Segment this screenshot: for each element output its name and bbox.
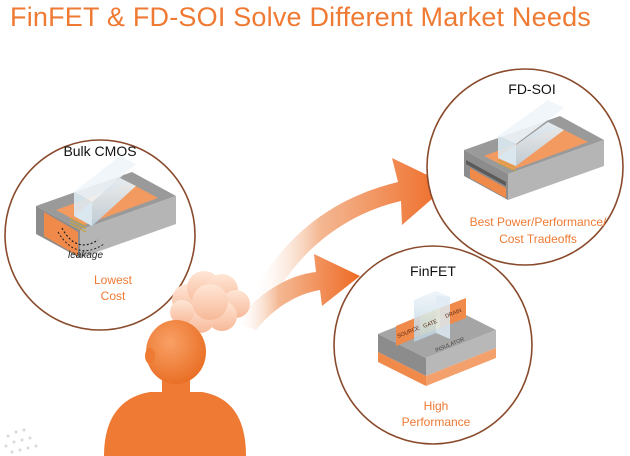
decorative-dots (4, 428, 38, 454)
bulk-cmos-device-illustration (36, 156, 176, 258)
bulk-caption-line2: Cost (101, 289, 126, 303)
leakage-label: leakage (68, 250, 103, 261)
fd-soi-caption-line1: Best Power/Performance/ (470, 215, 607, 229)
page-title: FinFET & FD-SOI Solve Different Market N… (10, 2, 591, 32)
thought-cloud-icon (166, 271, 250, 352)
drain-label: DRAIN (445, 308, 463, 320)
finfet-panel: FinFET SOURCE GATE DRAIN INSULATOR High … (333, 245, 533, 445)
person-icon (104, 320, 246, 456)
gate-label: GATE (423, 319, 439, 330)
finfet-device-illustration (378, 291, 496, 386)
fd-soi-heading: FD-SOI (508, 81, 555, 97)
bulk-cmos-heading: Bulk CMOS (63, 143, 136, 159)
fd-soi-panel: FD-SOI Best Power/Performance/ Cost (426, 68, 624, 266)
finfet-caption-line1: High (424, 399, 449, 413)
arrow-icon-lower (235, 254, 360, 330)
arrow-icon-upper (250, 158, 448, 300)
finfet-caption-line2: Performance (402, 415, 471, 429)
fd-soi-device-illustration (464, 100, 604, 200)
finfet-heading: FinFET (410, 263, 456, 279)
bulk-cmos-panel: Bulk CMOS lea (4, 139, 196, 331)
fd-soi-caption-line2: Cost Tradeoffs (499, 232, 577, 246)
bulk-caption-line1: Lowest (94, 273, 133, 287)
